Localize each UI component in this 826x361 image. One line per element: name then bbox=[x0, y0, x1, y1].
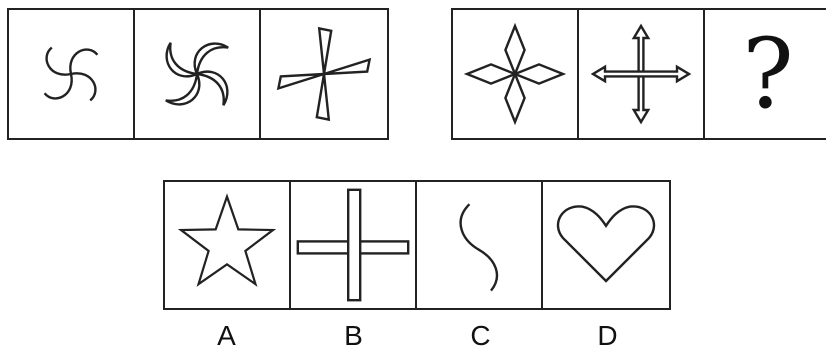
option-label-d[interactable]: D bbox=[544, 320, 671, 352]
question-strip-right: ? bbox=[451, 8, 826, 140]
triangle-fan-figure bbox=[264, 14, 384, 134]
option-b-cell[interactable] bbox=[291, 182, 417, 308]
option-labels: A B C D bbox=[163, 320, 671, 352]
option-label-a[interactable]: A bbox=[163, 320, 290, 352]
option-a-cell[interactable] bbox=[165, 182, 291, 308]
cross-bars-figure bbox=[293, 185, 413, 305]
s-curve-figure bbox=[419, 185, 539, 305]
figure-cell-2 bbox=[135, 10, 261, 138]
option-d-cell[interactable] bbox=[543, 182, 669, 308]
option-label-b[interactable]: B bbox=[290, 320, 417, 352]
options-strip bbox=[163, 180, 671, 310]
figure-cell-5 bbox=[579, 10, 705, 138]
option-label-c[interactable]: C bbox=[417, 320, 544, 352]
figure-cell-3 bbox=[261, 10, 387, 138]
question-mark: ? bbox=[742, 26, 793, 122]
four-diamonds-figure bbox=[455, 14, 575, 134]
figure-cell-1 bbox=[9, 10, 135, 138]
question-cell: ? bbox=[705, 10, 826, 138]
crescent-pinwheel-figure bbox=[137, 14, 257, 134]
star-figure bbox=[172, 190, 282, 300]
figure-cell-4 bbox=[453, 10, 579, 138]
heart-figure bbox=[546, 185, 666, 305]
option-c-cell[interactable] bbox=[417, 182, 543, 308]
double-arrow-cross-figure bbox=[581, 14, 701, 134]
question-strip-left bbox=[7, 8, 389, 140]
pinwheel-curves-figure bbox=[11, 14, 131, 134]
